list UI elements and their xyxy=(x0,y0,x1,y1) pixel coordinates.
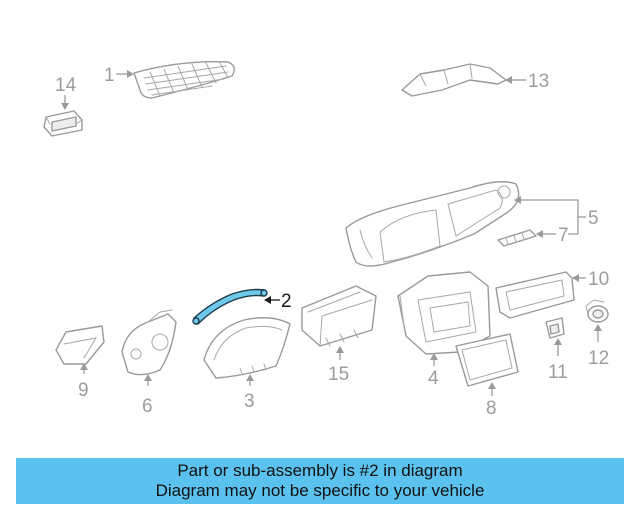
callout-4: 4 xyxy=(428,353,439,389)
callout-6-label: 6 xyxy=(142,396,153,417)
callout-15: 15 xyxy=(328,346,349,385)
part-15-airbag-module xyxy=(301,285,377,347)
banner-line-2: Diagram may not be specific to your vehi… xyxy=(155,481,485,500)
callout-12-label: 12 xyxy=(588,348,609,369)
callout-5-label: 5 xyxy=(588,208,599,229)
callout-12: 12 xyxy=(588,324,609,369)
callout-1: 1 xyxy=(104,65,134,86)
callout-8: 8 xyxy=(486,382,497,419)
callout-15-label: 15 xyxy=(328,364,349,385)
callout-3: 3 xyxy=(244,374,255,412)
part-10-tray xyxy=(495,271,575,319)
part-3-cluster-hood xyxy=(203,317,291,379)
callout-3-label: 3 xyxy=(244,391,255,412)
callout-14-label: 14 xyxy=(55,75,77,96)
callout-8-label: 8 xyxy=(486,398,497,419)
callout-10-label: 10 xyxy=(588,269,609,290)
part-1-grille xyxy=(133,61,235,99)
callout-5: 5 xyxy=(514,196,599,235)
callout-1-label: 1 xyxy=(104,65,115,86)
callout-2: 2 xyxy=(264,291,292,312)
callout-14: 14 xyxy=(55,75,77,110)
callout-7: 7 xyxy=(536,225,569,246)
callout-10: 10 xyxy=(572,269,609,290)
part-7-bracket xyxy=(497,229,537,247)
part-12-knob xyxy=(585,299,609,323)
part-9-side-pocket xyxy=(55,325,105,365)
part-11-switch xyxy=(545,317,565,339)
callout-2-label: 2 xyxy=(281,291,292,312)
part-2-trim-strip xyxy=(192,288,268,325)
callout-6: 6 xyxy=(142,374,153,417)
callout-7-label: 7 xyxy=(558,225,569,246)
part-6-switch-bezel xyxy=(121,309,177,376)
part-8-display xyxy=(455,333,519,387)
callout-9: 9 xyxy=(78,363,89,401)
part-14-clip xyxy=(43,110,83,137)
part-13-cover xyxy=(401,63,507,97)
callout-11: 11 xyxy=(548,338,568,383)
callout-9-label: 9 xyxy=(78,380,89,401)
callout-13: 13 xyxy=(505,71,549,92)
callout-4-label: 4 xyxy=(428,368,439,389)
callout-13-label: 13 xyxy=(528,71,549,92)
info-banner: Part or sub-assembly is #2 in diagram Di… xyxy=(16,458,624,504)
part-4-center-console xyxy=(397,271,491,355)
callout-11-label: 11 xyxy=(548,362,568,383)
banner-line-1: Part or sub-assembly is #2 in diagram xyxy=(177,461,463,480)
part-5-panel-trim xyxy=(345,181,520,267)
